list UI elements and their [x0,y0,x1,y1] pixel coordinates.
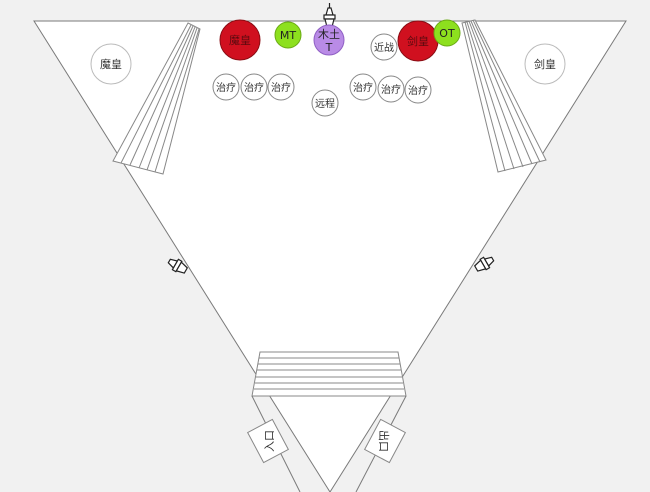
token-label: 治疗 [271,81,291,94]
token-sublabel: T [325,41,333,54]
stairs-right [461,19,547,173]
token-label: 木土 [318,28,340,41]
token-boss-left: 魔皇 [219,19,261,61]
token-ranged: 远程 [311,89,339,117]
statue-sword-emperor-label: 剑皇 [534,57,556,71]
exit-sign: 出口 [363,418,407,464]
token-ot: OT [433,19,461,47]
token-mt: MT [274,21,302,49]
entrance-sign: 入口 [246,418,290,464]
token-label: 近战 [374,41,394,54]
token-label: 治疗 [381,83,401,96]
entrance-label: 入口 [263,430,276,452]
stairs-left [112,22,201,175]
exit-label: 出口 [377,430,391,452]
token-label: 远程 [315,98,335,110]
token-label: 治疗 [244,81,264,94]
token-label: 治疗 [408,84,428,97]
token-label: OT [439,27,455,40]
token-label: 剑皇 [407,34,429,48]
torch-icon-top [323,3,336,28]
token-label: 治疗 [216,81,236,94]
token-wood-earth-t: 木土 T [313,24,345,56]
torch-icon-left [167,258,189,274]
token-label: 魔皇 [229,33,251,47]
statue-sword-emperor: 剑皇 [524,43,566,85]
token-heal-6: 治疗 [404,76,432,104]
token-label: MT [280,29,296,42]
torch-icon-right [473,256,495,272]
stairs-bottom [251,351,407,397]
token-label: 治疗 [353,81,373,94]
token-layer: 魔皇 剑皇 MT OT 木土 T 近战 远程 治疗 [212,19,461,117]
token-boss-right: 剑皇 [397,20,439,62]
token-heal-5: 治疗 [377,75,405,103]
statue-demon-emperor-label: 魔皇 [100,57,122,71]
token-heal-2: 治疗 [240,73,268,101]
token-melee: 近战 [370,33,398,61]
token-heal-3: 治疗 [267,73,295,101]
token-heal-1: 治疗 [212,73,240,101]
statue-demon-emperor: 魔皇 [90,43,132,85]
token-heal-4: 治疗 [349,73,377,101]
